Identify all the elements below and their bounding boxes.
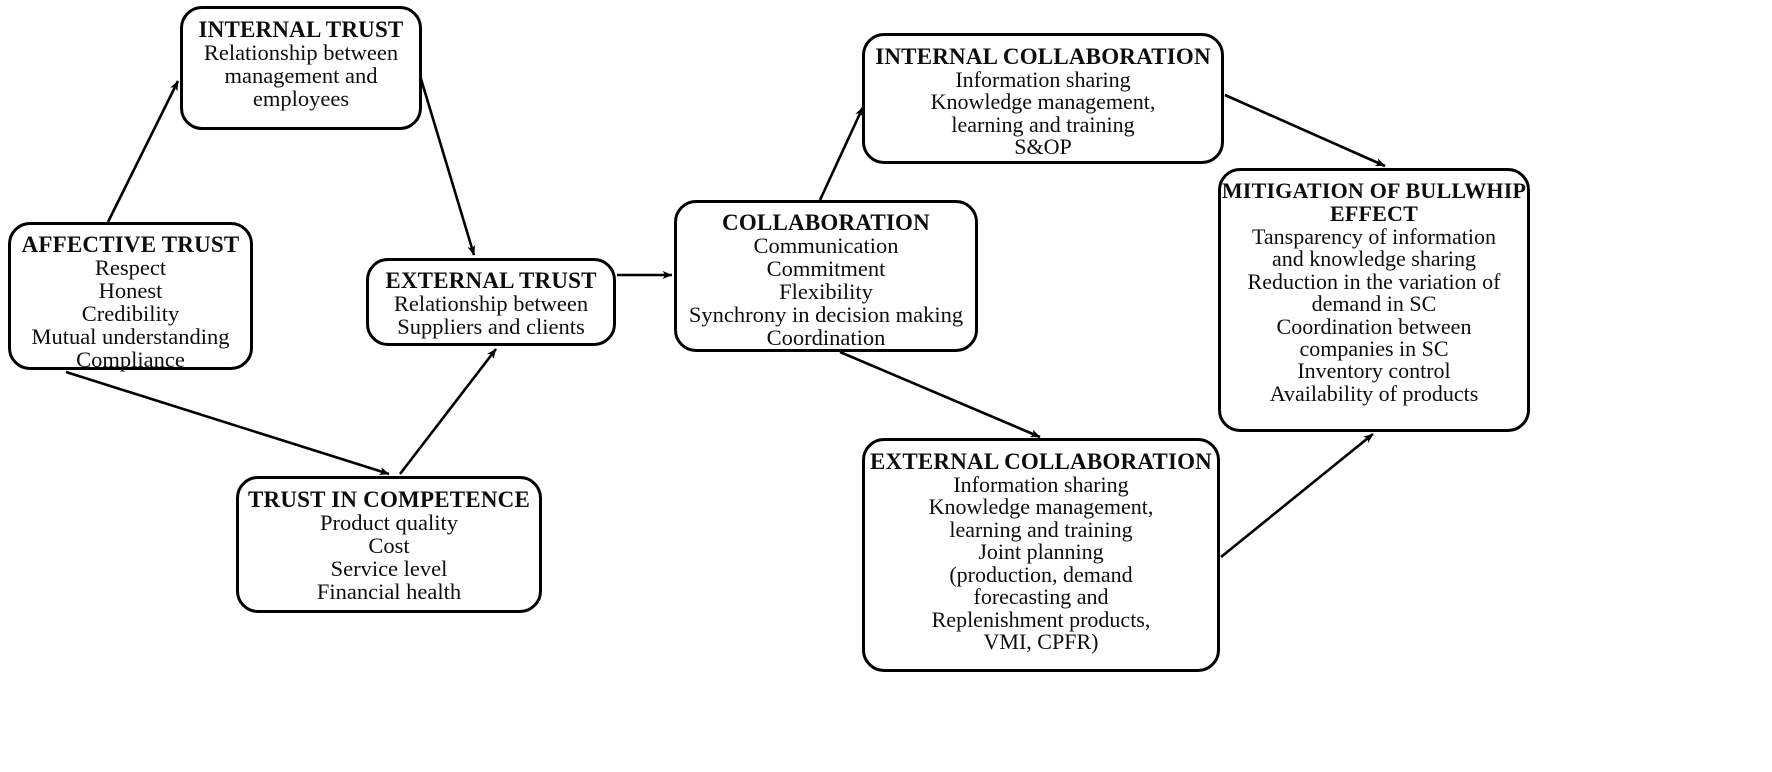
node-title: TRUST IN COMPETENCE (248, 487, 530, 512)
node-external-collaboration[interactable]: EXTERNAL COLLABORATION Information shari… (862, 438, 1220, 672)
node-body: Relationship between management and empl… (203, 39, 399, 111)
node-body: Respect Honest Credibility Mutual unders… (31, 254, 230, 372)
node-collaboration[interactable]: COLLABORATION Communication Commitment F… (674, 200, 978, 352)
node-title: INTERNAL TRUST (198, 17, 404, 42)
node-body: Product quality Cost Service level Finan… (316, 509, 462, 604)
node-mitigation-of-bullwhip-effect[interactable]: MITIGATION OF BULLWHIP EFFECT Tansparenc… (1218, 168, 1530, 432)
edge-affective-to-competence (65, 370, 390, 476)
node-internal-collaboration[interactable]: INTERNAL COLLABORATION Information shari… (862, 33, 1224, 164)
node-title: EXTERNAL TRUST (385, 268, 597, 293)
edge-affective-to-internal-trust (106, 80, 180, 223)
node-title: COLLABORATION (722, 210, 930, 235)
node-body: Information sharing Knowledge management… (928, 471, 1154, 654)
node-body: Information sharing Knowledge management… (930, 66, 1156, 160)
node-title: EXTERNAL COLLABORATION (869, 449, 1212, 474)
edge-collaboration-to-internal-collaboration (818, 106, 865, 201)
node-title: INTERNAL COLLABORATION (875, 44, 1211, 69)
edge-internal-trust-to-external-trust (416, 68, 476, 256)
node-external-trust[interactable]: EXTERNAL TRUST Relationship between Supp… (366, 258, 616, 346)
node-body: Relationship between Suppliers and clien… (393, 290, 589, 339)
edge-collaboration-to-external-collaboration (839, 350, 1041, 439)
node-internal-trust[interactable]: INTERNAL TRUST Relationship between mana… (180, 6, 422, 130)
edge-internal-collaboration-to-mitigation (1224, 93, 1386, 168)
node-trust-in-competence[interactable]: TRUST IN COMPETENCE Product quality Cost… (236, 476, 542, 613)
node-body: Communication Commitment Flexibility Syn… (688, 232, 964, 350)
node-affective-trust[interactable]: AFFECTIVE TRUST Respect Honest Credibili… (8, 222, 253, 372)
node-title: AFFECTIVE TRUST (21, 232, 240, 257)
edge-competence-to-external-trust (398, 348, 498, 475)
edge-external-collaboration-to-mitigation (1220, 432, 1374, 559)
node-body: Tansparency of information and knowledge… (1247, 223, 1501, 406)
node-title: MITIGATION OF BULLWHIP EFFECT (1221, 178, 1527, 226)
